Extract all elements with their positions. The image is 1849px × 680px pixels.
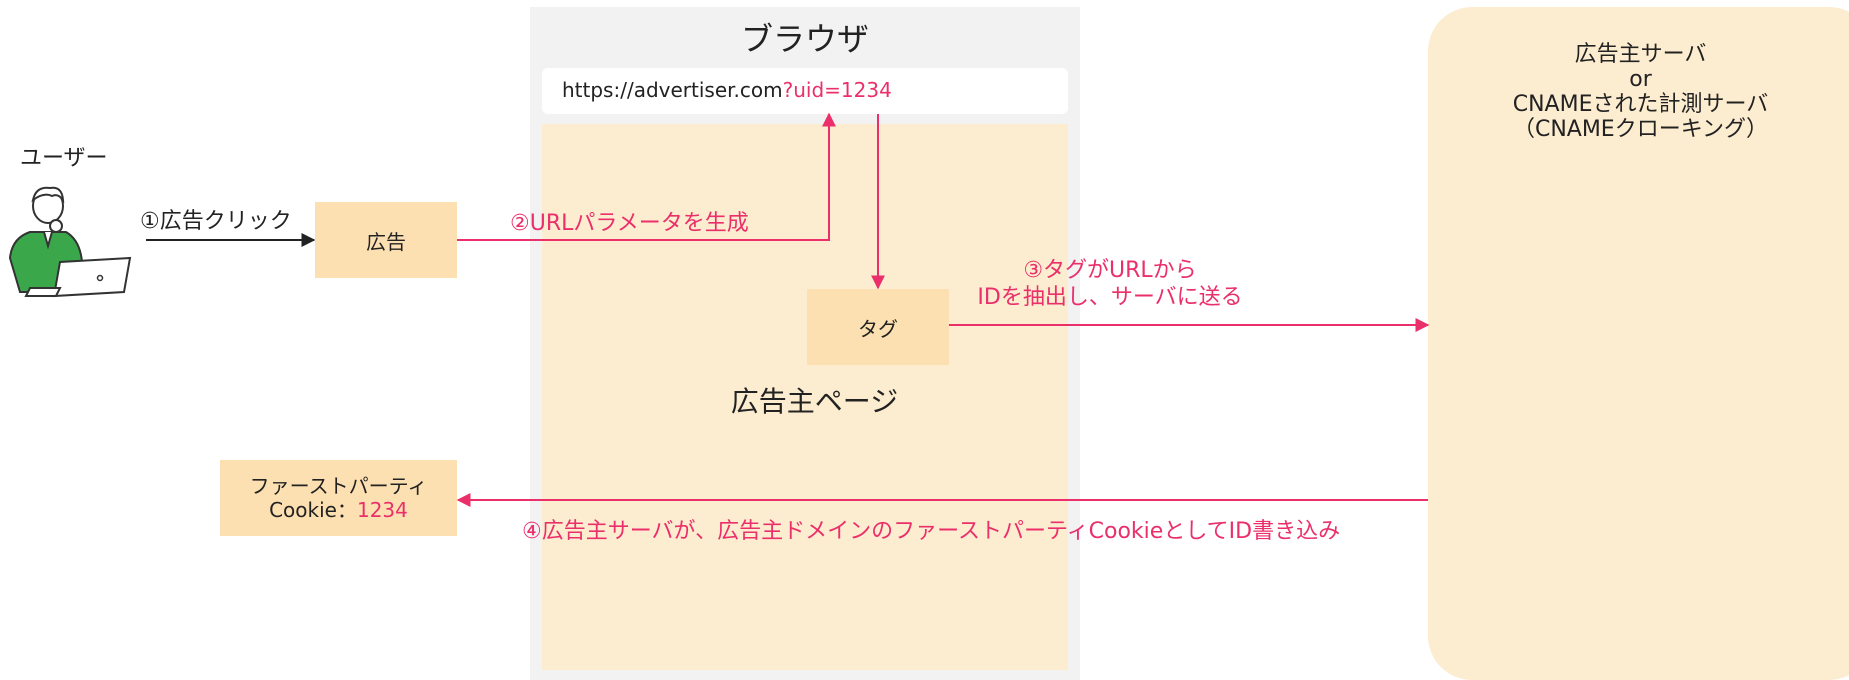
cookie-box: ファーストパーティ Cookie：1234 [220,460,457,536]
cookie-box-title: ファーストパーティ [249,474,428,498]
server-label-line3: CNAMEされた計測サーバ [1512,92,1769,117]
arrow-step2 [457,112,836,241]
user-laptop-icon [8,186,132,298]
advertiser-page [542,124,1068,670]
browser-title: ブラウザ [740,20,869,58]
url-text: https://advertiser.com?uid=1234 [562,78,892,102]
step3-label: ③タグがURLから IDを抽出し、サーバに送る [960,257,1260,311]
cookie-prefix: Cookie： [269,498,357,522]
step4-label: ④広告主サーバが、広告主ドメインのファーストパーティCookieとしてID書き込… [522,519,1341,544]
step3-label-line2: IDを抽出し、サーバに送る [977,285,1243,310]
step3-label-line1: ③タグがURLから [1023,258,1197,283]
url-base: https://advertiser.com [562,78,783,102]
step2-label: ②URLパラメータを生成 [510,211,749,236]
server-label-line4: （CNAMEクローキング） [1512,117,1769,142]
server-label: 広告主サーバ or CNAMEされた計測サーバ （CNAMEクローキング） [1428,42,1849,142]
url-bar [542,68,1068,114]
url-param: ?uid=1234 [782,78,892,102]
ad-box: 広告 [315,202,457,278]
step1-label: ①広告クリック [140,209,292,234]
cookie-value: 1234 [356,498,408,522]
server-label-line2: or [1629,67,1652,92]
tag-box: タグ [807,289,949,365]
cookie-box-value-line: Cookie：1234 [269,498,408,522]
server-label-line1: 広告主サーバ [1574,42,1707,67]
server-panel [1428,7,1849,680]
user-label: ユーザー [20,146,108,171]
advertiser-page-label: 広告主ページ [730,385,899,418]
